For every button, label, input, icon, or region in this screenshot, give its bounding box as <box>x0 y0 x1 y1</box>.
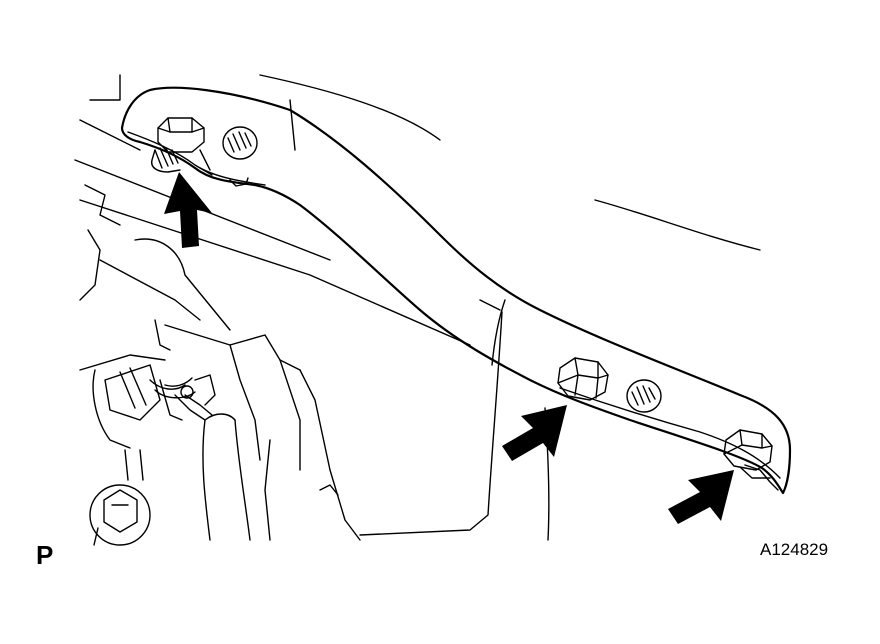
bolt-lower-right <box>723 429 773 479</box>
bolt-upper-left <box>151 117 205 173</box>
arrow-icon <box>502 405 567 461</box>
figure-id-label: A124829 <box>760 540 829 559</box>
view-code-label: P <box>36 540 54 570</box>
arrow-icon <box>668 470 734 524</box>
arrow-icon <box>164 172 212 248</box>
suspension-components <box>79 184 361 541</box>
bracket-flange <box>127 131 781 491</box>
bracket-hole-middle <box>626 379 662 413</box>
bolt-middle <box>557 357 609 401</box>
lower-nut <box>89 484 151 546</box>
bracket-outline <box>120 86 792 495</box>
bracket-hole-upper <box>222 126 258 160</box>
